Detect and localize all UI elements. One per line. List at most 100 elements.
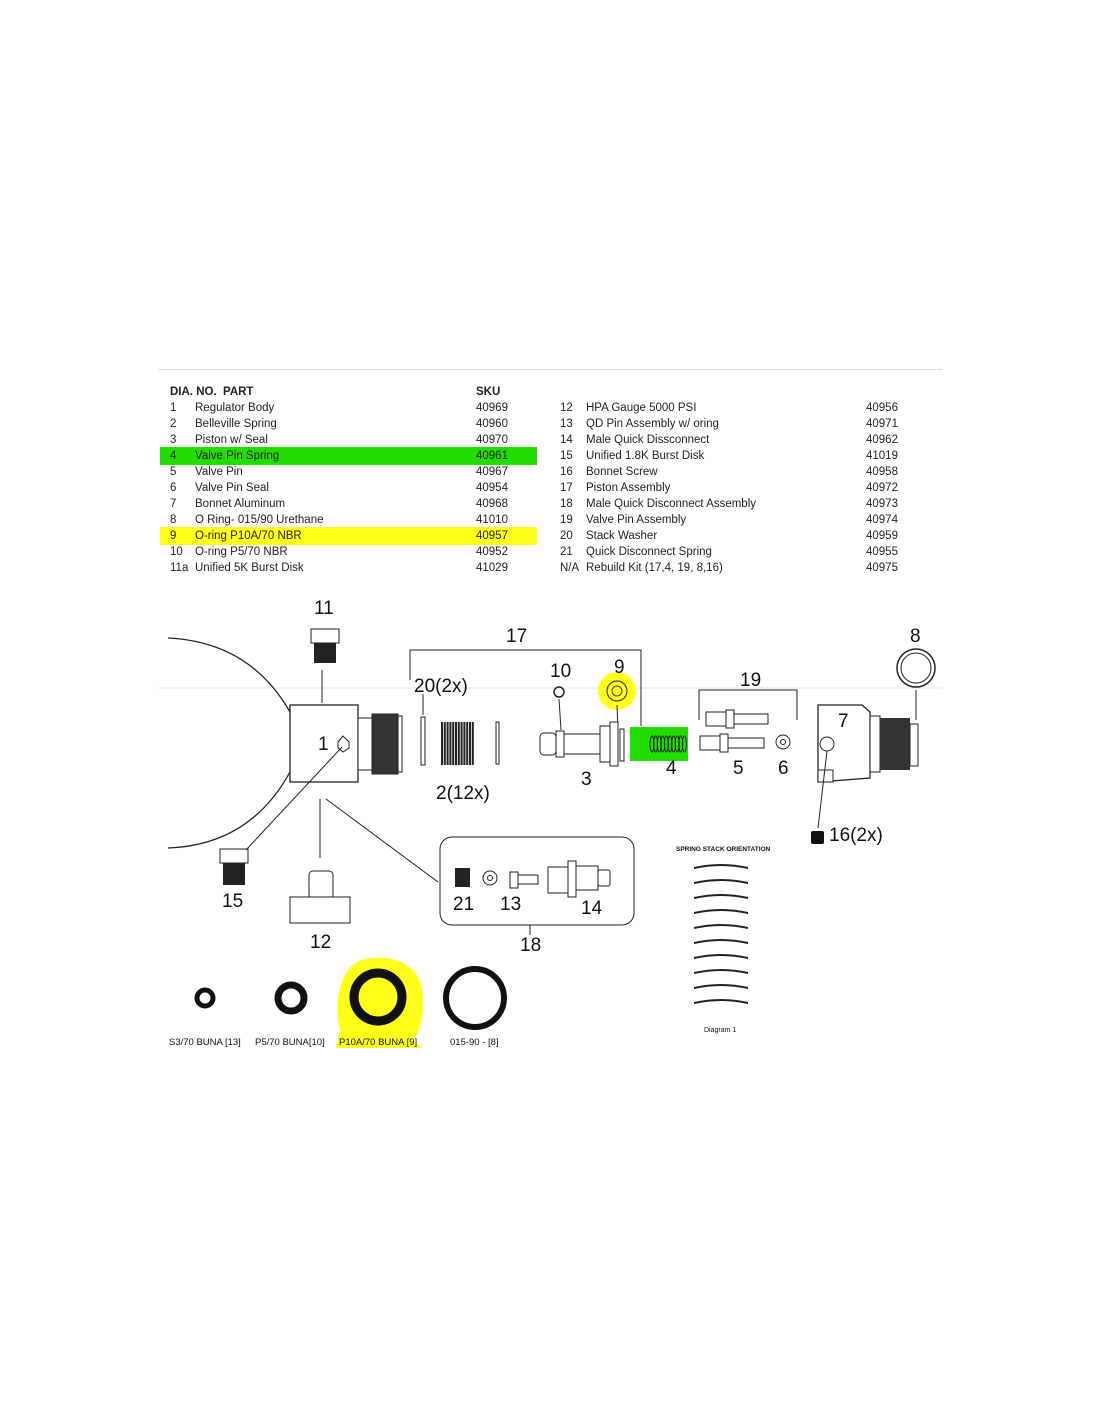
part-name: Belleville Spring [195, 418, 277, 430]
part-number: 5 [170, 466, 177, 478]
oring-10 [553, 686, 565, 698]
part-sku: 40961 [476, 450, 508, 462]
callout-11: 11 [314, 598, 334, 619]
callout-12: 12 [310, 932, 331, 953]
belleville-spring [443, 722, 446, 765]
part-sku: 40962 [866, 434, 898, 446]
part-number: 13 [560, 418, 573, 430]
valve-pins-5 [699, 709, 769, 753]
part-number: 17 [560, 482, 573, 494]
part-name: Male Quick Disconnect Assembly [586, 498, 757, 510]
hpa-gauge-12 [289, 798, 439, 924]
bonnet-7 [817, 704, 919, 829]
bracket-18 [439, 836, 635, 926]
part-sku: 40956 [866, 402, 898, 414]
belleville-spring [460, 722, 463, 765]
stack-washers-20 [420, 694, 500, 766]
part-name: Rebuild Kit (17,4, 19, 8,16) [586, 562, 723, 574]
belleville-spring [455, 722, 457, 765]
part-name: HPA Gauge 5000 PSI [586, 402, 697, 414]
part-number: 19 [560, 514, 573, 526]
stack-washer [694, 894, 748, 899]
part-number: 20 [560, 530, 573, 542]
stack-washer [694, 984, 748, 989]
belleville-spring [446, 722, 449, 765]
part-sku: 40975 [866, 562, 898, 574]
part-sku: 40958 [866, 466, 898, 478]
part-sku: 40973 [866, 498, 898, 510]
stack-washer [694, 969, 748, 974]
belleville-spring [469, 722, 471, 765]
spring-stack-diagram [694, 864, 748, 1004]
part-name: O-ring P5/70 NBR [195, 546, 288, 558]
callout-20: 20(2x) [414, 676, 468, 697]
part-name: Valve Pin [195, 466, 243, 478]
part-name: Piston Assembly [586, 482, 671, 494]
header-dia-no: DIA. NO. [170, 386, 217, 398]
burst-disk-15 [219, 746, 343, 885]
belleville-spring [449, 722, 452, 765]
part-sku: 40969 [476, 402, 508, 414]
part-number: 18 [560, 498, 573, 510]
part-name: Bonnet Aluminum [195, 498, 286, 510]
stack-washer [694, 864, 748, 869]
male-quick-disconnect-14 [547, 860, 611, 898]
callout-16: 16(2x) [829, 825, 883, 846]
bonnet-screw-16 [811, 831, 824, 844]
valve-pin-spring-4 [649, 735, 687, 753]
part-sku: 40959 [866, 530, 898, 542]
part-name: QD Pin Assembly w/ oring [586, 418, 719, 430]
qd-oring-13 [482, 870, 498, 886]
callout-5: 5 [733, 758, 744, 779]
burst-disk-11 [310, 628, 340, 703]
oring-label-p5: P5/70 BUNA[10] [255, 1037, 325, 1048]
part-sku: 40957 [476, 530, 508, 542]
belleville-spring [463, 722, 466, 765]
part-sku: 40967 [476, 466, 508, 478]
part-name: Valve Pin Seal [195, 482, 269, 494]
part-sku: 41019 [866, 450, 898, 462]
oring-p5 [274, 981, 308, 1015]
callout-19: 19 [740, 670, 761, 691]
part-name: Regulator Body [195, 402, 275, 414]
part-name: Bonnet Screw [586, 466, 658, 478]
callout-9: 9 [614, 657, 625, 678]
callout-8: 8 [910, 626, 921, 647]
header-sku: SKU [476, 386, 501, 398]
stack-washer [694, 909, 748, 914]
part-sku: 40952 [476, 546, 508, 558]
callout-10: 10 [550, 661, 571, 682]
oring-9 [606, 680, 628, 702]
part-name: Stack Washer [586, 530, 658, 542]
oring-label-p10a: P10A/70 BUNA [9] [339, 1037, 417, 1048]
part-name: Unified 1.8K Burst Disk [586, 450, 705, 462]
part-number: 12 [560, 402, 573, 414]
part-name: O-ring P10A/70 NBR [195, 530, 302, 542]
part-number: 9 [170, 530, 177, 542]
part-number: 2 [170, 418, 177, 430]
part-number: 15 [560, 450, 573, 462]
part-sku: 41010 [476, 514, 508, 526]
part-sku: 40955 [866, 546, 898, 558]
bracket-17 [409, 649, 642, 726]
callout-13: 13 [500, 894, 521, 915]
piston-3 [539, 721, 625, 767]
callout-18: 18 [520, 935, 541, 956]
bracket-19 [698, 689, 798, 720]
belleville-spring [452, 722, 455, 765]
part-name: O Ring- 015/90 Urethane [195, 514, 324, 526]
part-sku: 40972 [866, 482, 898, 494]
part-number: 7 [170, 498, 177, 510]
callout-1: 1 [318, 734, 329, 755]
belleville-spring [441, 722, 443, 765]
callout-15: 15 [222, 891, 243, 912]
yellow-highlight-9 [598, 672, 636, 710]
spring-stack-title: SPRING STACK ORIENTATION [676, 846, 771, 853]
part-number: 10 [170, 546, 183, 558]
part-number: 8 [170, 514, 177, 526]
part-number: 11a [170, 562, 189, 574]
part-sku: 41029 [476, 562, 508, 574]
part-name: Unified 5K Burst Disk [195, 562, 304, 574]
part-sku: 40974 [866, 514, 898, 526]
part-number: 14 [560, 434, 573, 446]
